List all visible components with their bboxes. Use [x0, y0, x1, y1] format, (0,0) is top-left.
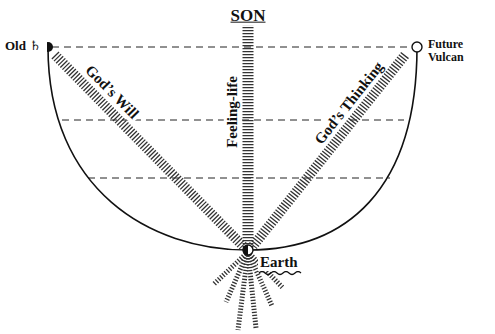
hatched-band [55, 55, 243, 246]
hatched-band [243, 24, 254, 250]
heading-label: SON [229, 7, 268, 26]
band-label: God’s Thinking [310, 57, 388, 149]
planet-label: Old ♄ [3, 39, 47, 53]
earth-symbol-half [243, 245, 248, 255]
planet-label: Earth [258, 254, 300, 271]
band-label: Feeling-life [224, 74, 241, 150]
planet-circle [412, 42, 422, 52]
root-stroke [214, 252, 248, 284]
planet-label: Future Vulcan [426, 38, 488, 64]
dashed-level [88, 178, 390, 179]
earth-symbol [243, 245, 253, 255]
dashed-level [52, 47, 412, 48]
hatched-band [253, 55, 405, 246]
evolution-curve [48, 47, 417, 250]
wavy-underline [259, 272, 301, 275]
